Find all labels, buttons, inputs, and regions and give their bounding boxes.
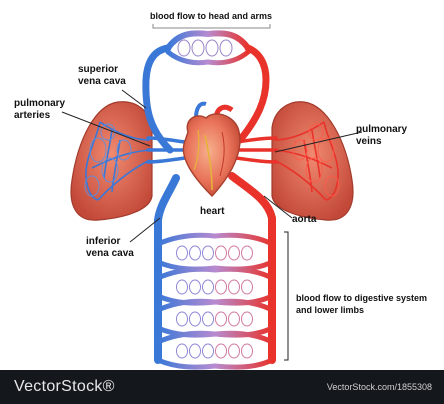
vectorstock-logo: VectorStock® [14, 378, 115, 396]
capillary-bed-4 [158, 333, 272, 367]
label-digestive-lower-limbs: blood flow to digestive system and lower… [296, 292, 427, 316]
capillary-bed-2 [158, 269, 272, 303]
label-aorta: aorta [292, 214, 316, 226]
label-superior-vena-cava: superior vena cava [78, 64, 126, 88]
watermark-footer: VectorStock® VectorStock.com/1855308 [0, 370, 444, 404]
image-credit: VectorStock.com/1855308 [327, 382, 432, 392]
capillary-bed-1 [158, 235, 272, 269]
heart-organ [183, 104, 240, 196]
lower-capillary-beds [158, 235, 272, 367]
label-inferior-vena-cava: inferior vena cava [86, 236, 134, 260]
head-arms-capillaries [168, 33, 248, 62]
left-lung [71, 102, 152, 220]
label-heart: heart [200, 206, 224, 218]
label-pulmonary-arteries: pulmonary arteries [14, 98, 65, 122]
right-lung [272, 102, 353, 220]
label-pulmonary-veins: pulmonary veins [356, 124, 407, 148]
aorta-upper-vessel [240, 48, 266, 140]
head-arms-bracket [153, 24, 270, 28]
label-head-arms: blood flow to head and arms [150, 10, 272, 22]
pulmonary-veins [236, 138, 276, 162]
leader-digestive-bracket [284, 232, 288, 360]
capillary-bed-3 [158, 301, 272, 335]
